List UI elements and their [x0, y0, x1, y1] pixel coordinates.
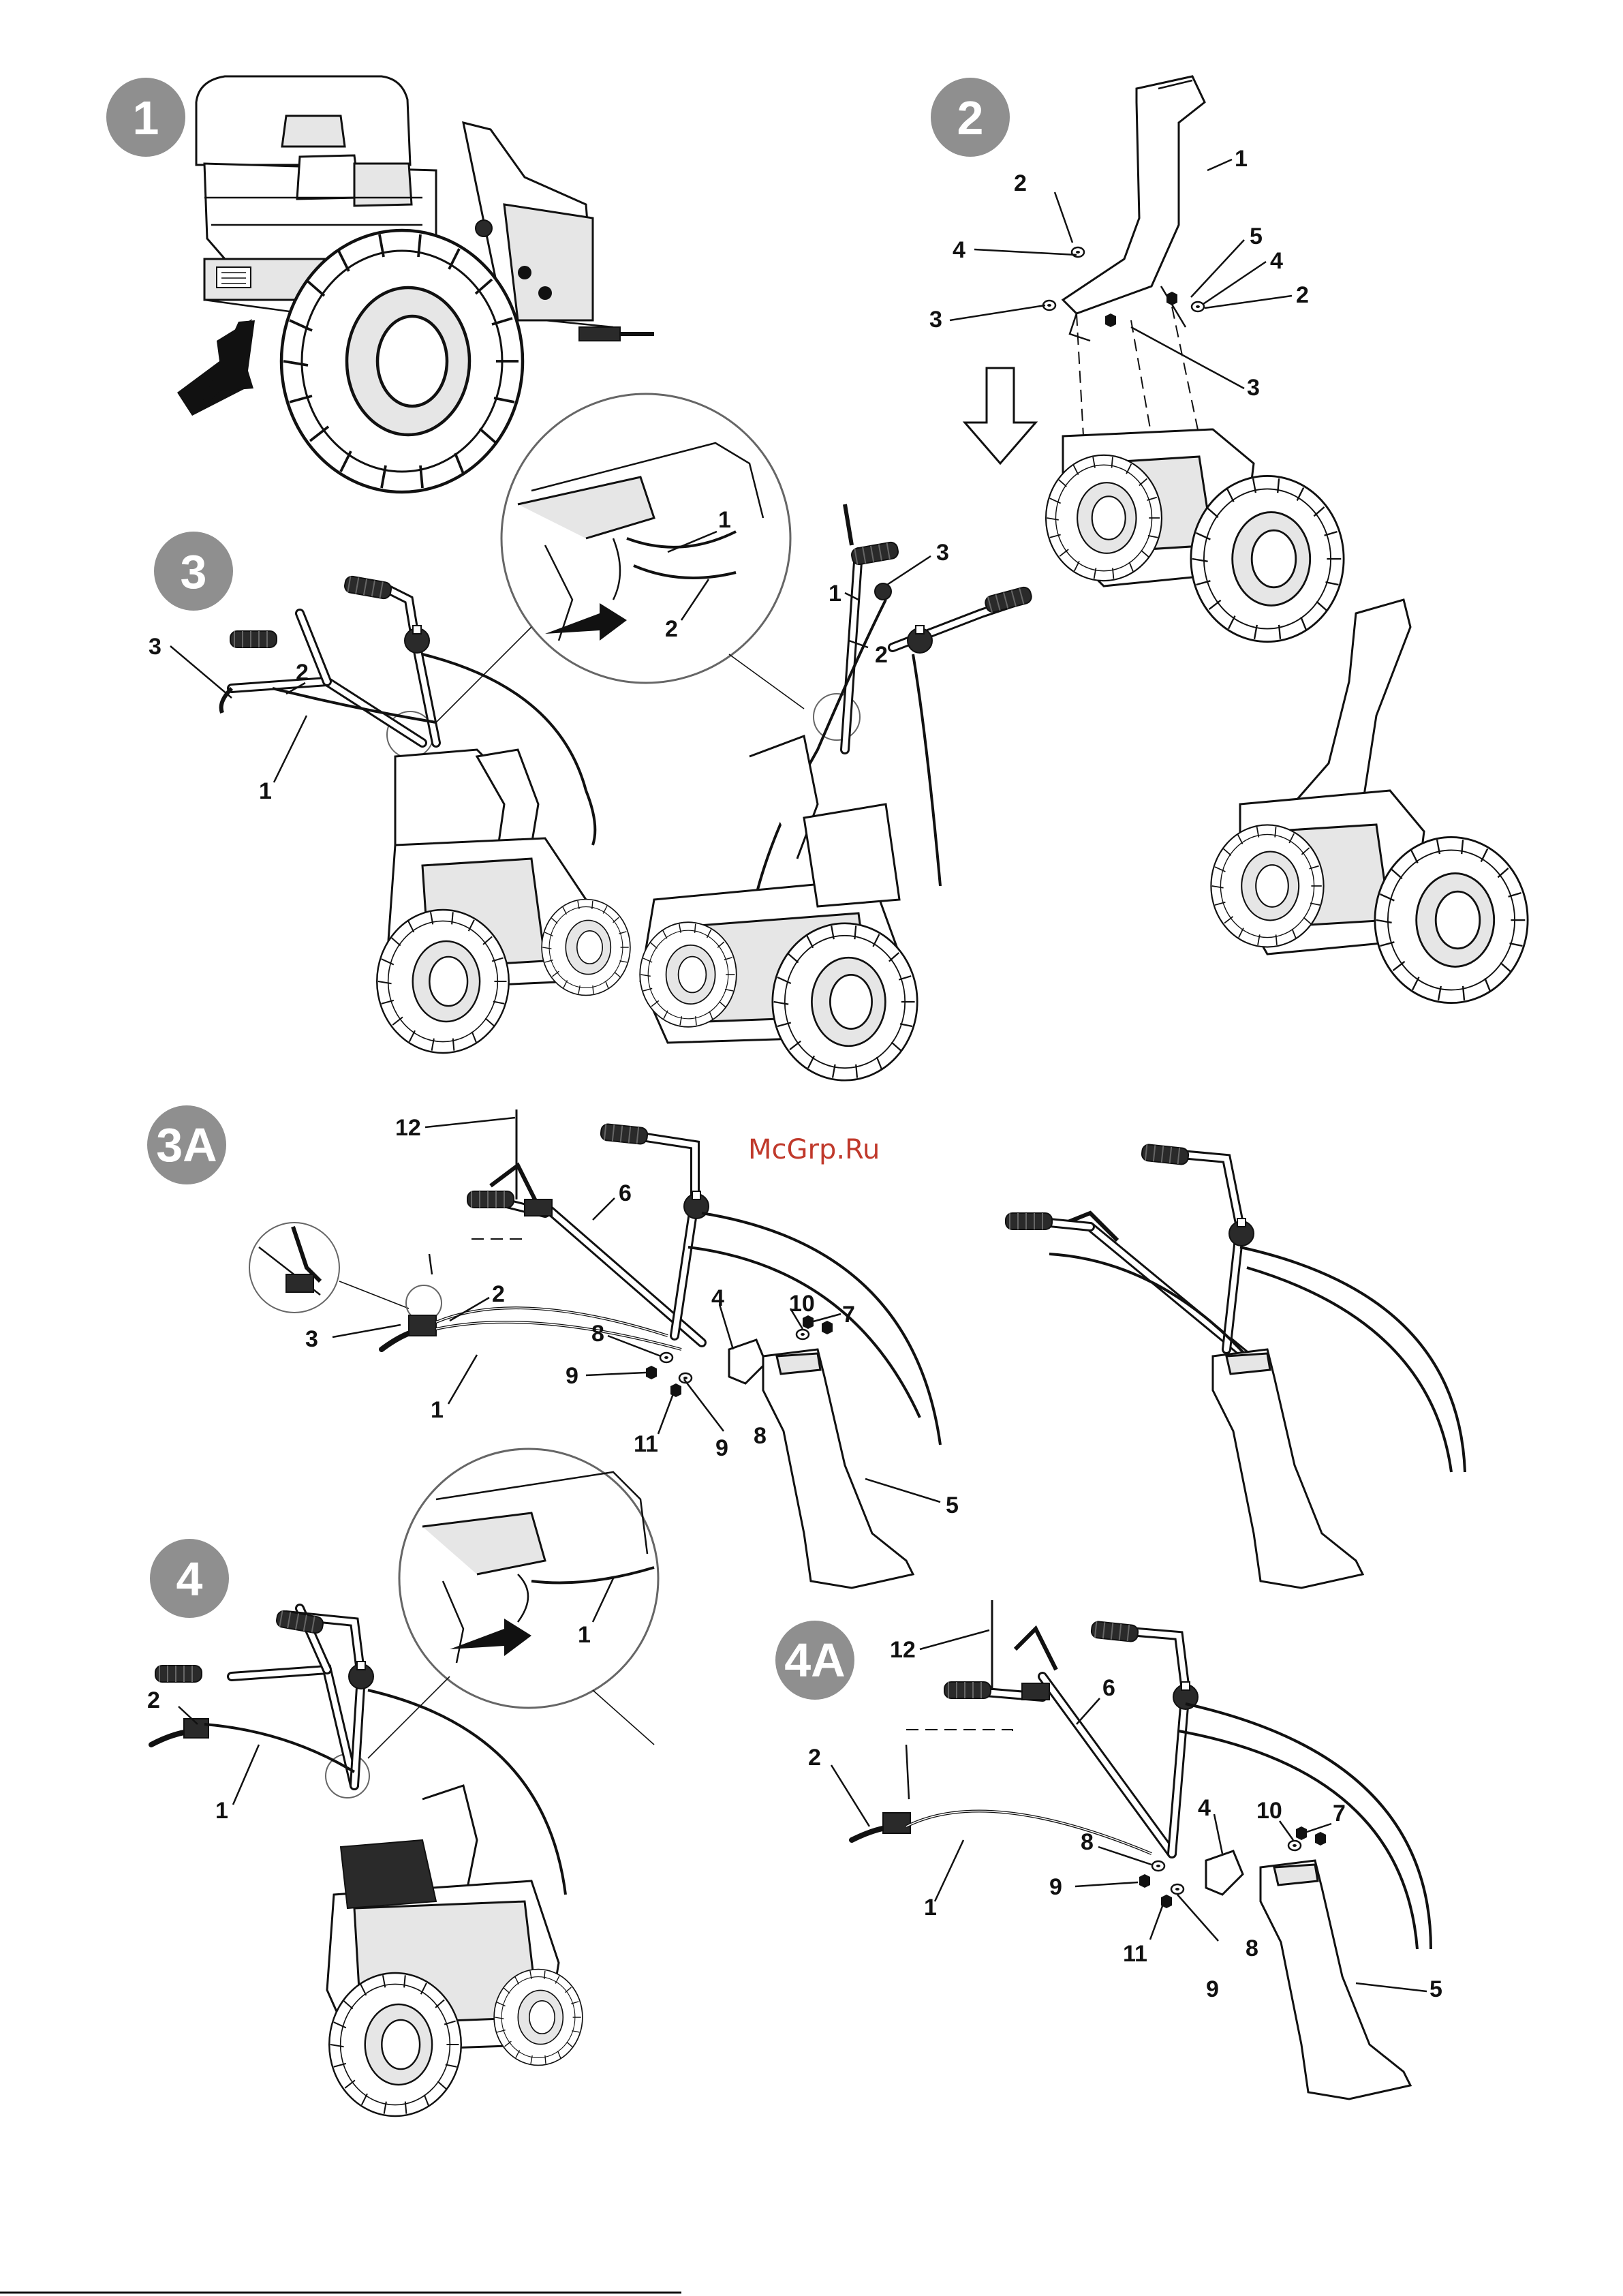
label-3-right: 3 [936, 540, 949, 566]
label-7: 7 [1333, 1801, 1346, 1826]
label-2: 2 [1014, 170, 1027, 196]
label-8: 8 [591, 1321, 604, 1347]
label-1: 1 [431, 1397, 444, 1423]
label-1-left: 1 [259, 778, 272, 804]
label-2: 2 [492, 1281, 505, 1307]
zoom-label-2: 2 [665, 616, 678, 642]
label-5: 5 [1429, 1976, 1442, 2002]
label-3: 3 [929, 307, 942, 333]
badge-4: 4 [150, 1539, 229, 1618]
label-9: 9 [1049, 1874, 1062, 1900]
label-11: 11 [1123, 1941, 1147, 1967]
label-4: 4 [711, 1285, 724, 1311]
label-8-lower: 8 [1246, 1935, 1258, 1961]
label-6: 6 [619, 1180, 632, 1206]
label-7: 7 [842, 1302, 855, 1328]
badge-1: 1 [106, 78, 185, 157]
detail-zoom [399, 1449, 658, 1708]
badge-label: 2 [957, 91, 984, 144]
label-8: 8 [1081, 1829, 1094, 1855]
label-10: 10 [1256, 1798, 1282, 1824]
figure-4: 4 1 2 1 [147, 1449, 658, 2116]
badge-3a: 3A [147, 1105, 226, 1184]
badge-3: 3 [154, 532, 233, 611]
badge-label: 4A [784, 1634, 845, 1687]
label-2-right: 2 [1296, 282, 1309, 308]
watermark: McGrp.Ru [748, 1134, 880, 1165]
label-2-left: 2 [296, 660, 309, 686]
figure-2: 2 [929, 76, 1528, 1003]
label-3: 3 [305, 1326, 318, 1352]
label-3-right: 3 [1247, 375, 1260, 401]
label-1: 1 [924, 1895, 937, 1920]
zoom-label-1: 1 [718, 507, 731, 533]
label-1: 1 [215, 1798, 228, 1824]
label-10: 10 [789, 1291, 815, 1317]
label-4: 4 [953, 237, 965, 263]
label-5: 5 [946, 1493, 959, 1518]
badge-label: 3A [156, 1118, 217, 1172]
label-12: 12 [395, 1115, 421, 1141]
figure-4a: 4A [775, 1600, 1442, 2099]
label-9-lower: 9 [715, 1435, 728, 1461]
label-4: 4 [1198, 1795, 1211, 1821]
label-4-right: 4 [1270, 248, 1283, 274]
label-8-lower: 8 [754, 1423, 767, 1449]
label-2-right: 2 [875, 642, 888, 668]
detail-zoom [501, 394, 790, 683]
label-12: 12 [890, 1637, 916, 1663]
label-6: 6 [1102, 1675, 1115, 1701]
label-1: 1 [1235, 146, 1248, 172]
handle-bracket [1063, 76, 1205, 313]
label-2: 2 [808, 1745, 821, 1771]
badge-label: 3 [181, 545, 207, 598]
label-1-right: 1 [829, 581, 841, 607]
badge-label: 4 [176, 1552, 203, 1606]
down-arrow [965, 368, 1036, 463]
label-2: 2 [147, 1687, 160, 1713]
badge-label: 1 [133, 91, 159, 144]
badge-4a: 4A [775, 1621, 854, 1700]
figure-3: 3 [149, 394, 1033, 1080]
label-3-left: 3 [149, 634, 161, 660]
zoom-label-1: 1 [578, 1622, 591, 1648]
badge-2: 2 [931, 78, 1010, 157]
label-9: 9 [566, 1363, 578, 1389]
label-9-lower: 9 [1206, 1976, 1219, 2002]
label-5: 5 [1250, 224, 1263, 249]
figure-3a: 3A [147, 1105, 1465, 1588]
label-11: 11 [634, 1431, 658, 1457]
